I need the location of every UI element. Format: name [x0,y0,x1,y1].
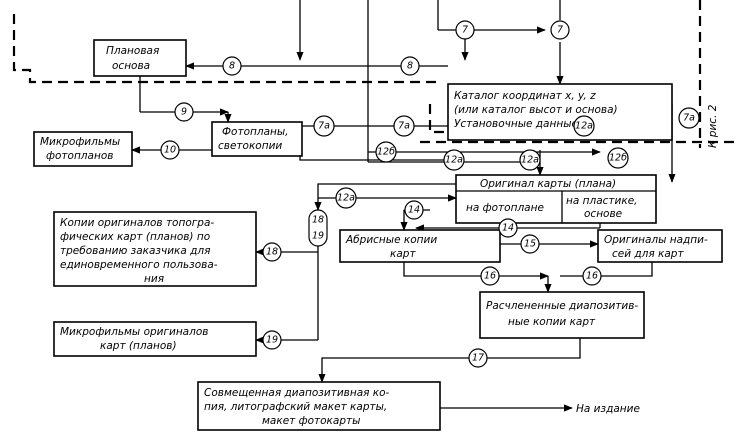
step-12b-2-text: 12б [609,153,627,164]
k-ris-label: К рис. 2 [707,104,719,148]
kopii-line-5: ния [144,273,164,285]
step-circle-9: 9 [174,102,194,122]
kopii-line-2: фических карт (планов) по [60,231,210,243]
fotoplany-line-1: Фотопланы, [222,126,289,138]
nadpisey-line-1: Оригиналы надпи- [604,234,708,246]
step-circle-7a-3: 7а [678,107,700,129]
kopii-line-4: единовременного пользова- [60,259,218,271]
step-circle-17: 17 [468,348,488,368]
step-circle-18: 18 [262,242,282,262]
step-circle-7a-2: 7а [393,115,415,137]
step-circle-14-2: 14 [498,218,518,238]
step-18-text: 18 [266,247,278,258]
step-16-2-text: 16 [586,271,598,282]
step-circle-19: 19 [262,330,282,350]
step-1819-bot-text: 19 [312,231,324,242]
raschlenennye-line-2: ные копии карт [508,316,596,328]
abrisnye-line-2: карт [390,248,416,260]
step-circle-15: 15 [520,234,540,254]
step-circle-10: 10 [160,140,180,160]
step-12a-3-text: 12а [337,193,355,204]
box-catalog: Каталог координат x, y, z (или каталог в… [447,83,673,141]
step-circle-12a-2: 12а [519,149,541,171]
line-12a-3 [314,183,456,211]
step-1819-top-text: 18 [312,215,324,226]
step-circle-12b-2: 12б [607,147,629,169]
step-circle-7a-1: 7а [313,115,335,137]
nadpisey-line-2: сей для карт [612,248,684,260]
planovaya-line-2: основа [112,60,150,72]
dashed-boundary-left [12,14,440,84]
na-fotoplane: на фотоплане [466,202,544,214]
line-16-left [403,262,549,280]
step-15-text: 15 [524,239,536,250]
step-circle-14-1: 14 [404,200,424,220]
step-17-text: 17 [472,353,484,364]
box-mikrofilmy-originalov: Микрофильмы оригиналов карт (планов) [53,321,257,357]
box-original-karty: Оригинал карты (плана) на фотоплане на п… [455,174,657,224]
kopii-line-1: Копии оригиналов топогра- [60,217,214,229]
fotoplany-line-2: светокопии [218,140,282,152]
step-9-text: 9 [181,107,187,118]
sovmeshennaya-line-2: пия, литографский макет карты, [204,401,387,413]
box-planovaya-osnova: Плановая основа [93,39,187,77]
step-7a-3-text: 7а [683,113,695,124]
planovaya-line-1: Плановая [106,45,159,57]
mikro-foto-line-1: Микрофильмы [40,136,120,148]
step-circle-16-2: 16 [582,266,602,286]
step-14-1-text: 14 [408,205,420,216]
abrisnye-line-1: Абрисные копии [345,234,437,246]
step-10-text: 10 [164,145,176,156]
box-kopii-originalov: Копии оригиналов топогра- фических карт … [53,211,257,287]
mikro-orig-line-1: Микрофильмы оригиналов [60,326,208,338]
raschlenennye-line-1: Расчлененные диапозитив- [486,300,638,312]
step-12b-1-text: 12б [377,147,395,158]
step-19-text: 19 [266,335,278,346]
step-8-right-text: 8 [407,61,413,72]
catalog-line-3: Установочные данные [454,118,578,130]
step-7a-2-text: 7а [398,121,410,132]
box-fotoplany: Фотопланы, светокопии [211,121,303,157]
step-12a-2-text: 12а [521,155,539,166]
box-raschlenennye: Расчлененные диапозитив- ные копии карт [479,291,645,339]
step-circle-7-left: 7 [455,20,475,40]
line-16-right [560,262,653,277]
kopii-line-3: требованию заказчика для [60,245,210,257]
box-sovmeshennaya: Совмещенная диапозитивная ко- пия, литог… [197,381,441,431]
na-izdanie-label: На издание [576,403,640,415]
sovmeshennaya-line-3: макет фотокарты [262,415,360,427]
step-12a-1-text: 12а [445,155,463,166]
line-17 [318,338,581,383]
na-plastike-line-1: на пластике, [566,195,638,207]
step-7-left-text: 7 [462,25,468,36]
step-14-2-text: 14 [502,223,514,234]
step-circle-12a-1: 12а [443,149,465,171]
na-plastike-line-2: основе [584,208,622,220]
box-originaly-nadpisey: Оригиналы надпи- сей для карт [597,229,723,263]
step-circle-12a-4: 12а [573,115,595,137]
box-abrisnye-kopii: Абрисные копии карт [339,229,501,263]
step-circle-8-left: 8 [222,56,242,76]
box-mikrofilmy-fotoplanov: Микрофильмы фотопланов [33,131,133,167]
mikro-foto-line-2: фотопланов [46,150,113,162]
catalog-line-1: Каталог координат x, y, z [454,90,596,102]
step-capsule-18-19: 18 19 [308,209,328,247]
step-7-right-text: 7 [557,25,563,36]
step-circle-12a-3: 12а [335,187,357,209]
step-16-1-text: 16 [484,271,496,282]
step-12a-4-text: 12а [575,121,593,132]
step-7a-1-text: 7а [318,121,330,132]
step-8-left-text: 8 [229,61,235,72]
original-title: Оригинал карты (плана) [480,178,616,190]
step-circle-12b-1: 12б [375,141,397,163]
sovmeshennaya-line-1: Совмещенная диапозитивная ко- [204,387,390,399]
step-circle-16-1: 16 [480,266,500,286]
step-circle-8-right: 8 [400,56,420,76]
step-circle-7-right: 7 [550,20,570,40]
mikro-orig-line-2: карт (планов) [100,340,177,352]
catalog-line-2: (или каталог высот и основа) [454,104,618,116]
